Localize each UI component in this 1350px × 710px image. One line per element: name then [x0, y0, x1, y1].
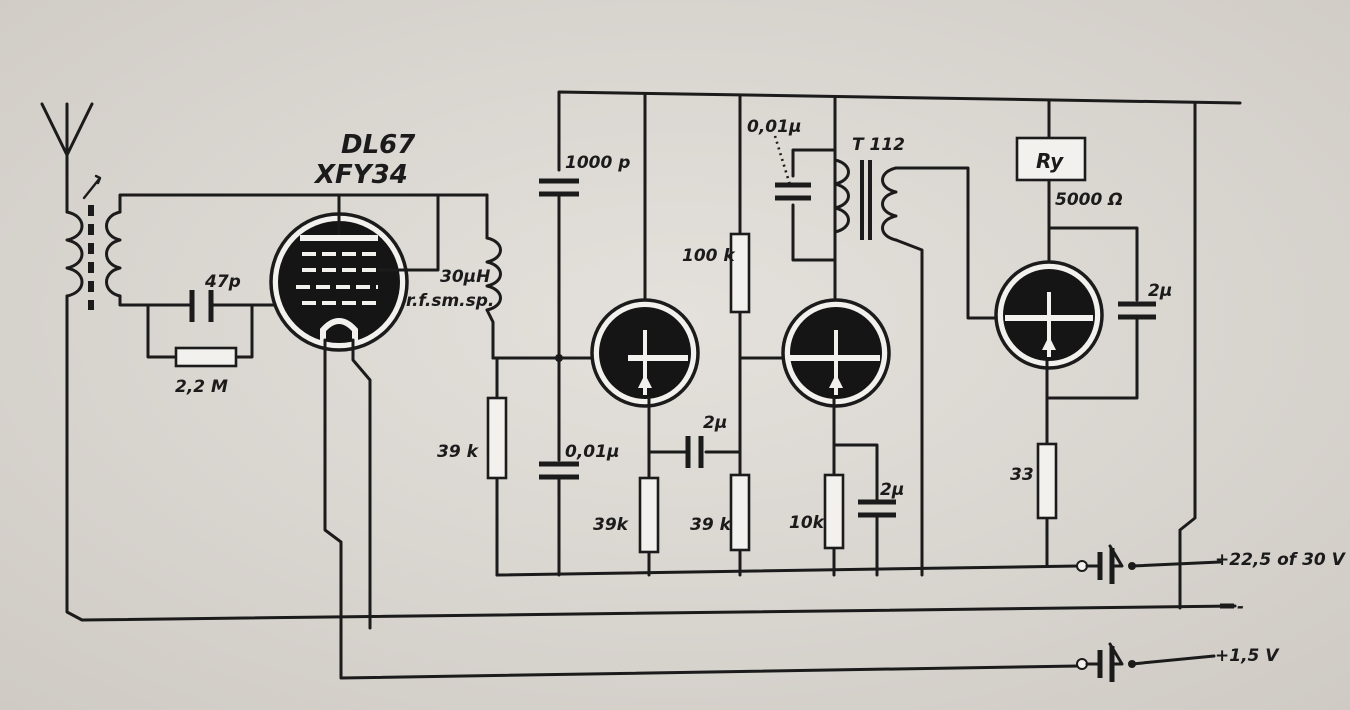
vacuum-tube-icon — [269, 195, 409, 352]
label-2m2: 2,2 M — [175, 377, 228, 397]
label-39k-a: 39k — [593, 515, 630, 535]
triode-4-icon — [994, 260, 1104, 370]
capacitor-001-lower — [539, 461, 579, 480]
label-33: 33 — [1010, 465, 1034, 485]
filament-wires — [323, 338, 1080, 680]
capacitor-47p — [189, 290, 214, 322]
label-2u-right: 2µ — [1148, 281, 1172, 301]
label-100k: 100 k — [682, 246, 736, 266]
label-39k-left: 39 k — [437, 442, 480, 462]
rf-choke — [485, 193, 502, 360]
label-t112: T 112 — [852, 135, 905, 155]
resistor-39k-b — [729, 473, 751, 552]
battery-switch-low-icon — [1076, 642, 1216, 682]
label-dl67: DL67 — [341, 130, 416, 160]
transformer-secondary-wire — [894, 166, 1007, 577]
resistor-33 — [1036, 442, 1058, 520]
capacitor-2u-cathode — [858, 499, 896, 518]
resistor-39k-a — [638, 476, 660, 554]
grid-leak-branch — [146, 303, 254, 359]
top-rail — [557, 90, 1242, 577]
label-1000p: 1000 p — [565, 153, 630, 173]
label-5000: 5000 Ω — [1055, 190, 1123, 210]
resistor-10k — [823, 473, 845, 550]
label-39k-b: 39 k — [690, 515, 733, 535]
label-2u-coupling: 2µ — [703, 413, 727, 433]
antenna-return-wire — [65, 300, 1237, 622]
label-10k: 10k — [789, 513, 826, 533]
grid-coil — [105, 210, 122, 298]
label-001-upper: 0,01µ — [747, 117, 801, 137]
capacitor-trim-dotted — [773, 135, 792, 186]
relay-icon — [1015, 136, 1087, 182]
capacitor-2u-right — [1118, 301, 1156, 320]
capacitor-2u-coupling — [685, 436, 704, 468]
label-xfy34: XFY34 — [313, 160, 408, 190]
tube2-cathode-wire — [647, 396, 742, 577]
tube1-screen-wire — [376, 193, 440, 272]
resistor-100k — [729, 232, 751, 314]
label-rfsmsp: r.f.sm.sp. — [406, 291, 494, 311]
tube3-cathode-wire — [832, 396, 879, 577]
capacitor-1000p — [539, 178, 579, 197]
label-supply-minus: - — [1237, 597, 1244, 617]
transformer-icon — [833, 158, 898, 242]
triode-2-icon — [590, 298, 700, 408]
label-47p: 47p — [204, 272, 241, 292]
label-2u-cathode: 2µ — [880, 480, 904, 500]
antenna-coil — [65, 153, 102, 310]
triode-3-icon — [781, 298, 891, 408]
resistor-39k-left — [486, 396, 508, 480]
resistor-2m2 — [174, 346, 238, 368]
battery-switch-icon — [1076, 544, 1222, 584]
tube3-plate-wire — [791, 96, 837, 312]
label-001-lower: 0,01µ — [565, 442, 619, 462]
capacitor-001-upper — [775, 182, 811, 201]
column-100k-wire — [738, 95, 792, 577]
label-supply-high: +22,5 of 30 V — [1215, 550, 1347, 570]
relay-wire — [1047, 98, 1139, 400]
label-relay: Ry — [1036, 149, 1064, 173]
label-supply-low: +1,5 V — [1215, 646, 1280, 666]
bottom-rail — [495, 564, 1080, 577]
label-30uh: 30µH — [440, 267, 490, 287]
right-rail — [1178, 101, 1197, 610]
